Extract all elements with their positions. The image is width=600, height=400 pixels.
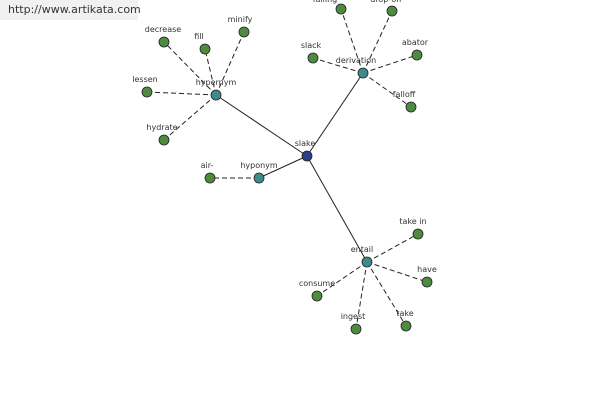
word-node-consume[interactable]: [311, 290, 323, 302]
word-label-slack: slack: [301, 41, 322, 50]
word-node-fill[interactable]: [199, 43, 211, 55]
center-node-slake[interactable]: [301, 150, 313, 162]
word-node-minify[interactable]: [238, 26, 250, 38]
relation-label-entail: entail: [351, 245, 373, 254]
word-label-ingest: ingest: [341, 312, 366, 321]
word-label-air-: air-: [201, 161, 214, 170]
word-node-take[interactable]: [400, 320, 412, 332]
edges: [146, 8, 428, 330]
word-node-slack[interactable]: [307, 52, 319, 64]
word-label-decrease: decrease: [145, 25, 182, 34]
nodes: [141, 3, 433, 335]
word-node-ingest[interactable]: [350, 323, 362, 335]
word-label-take: take: [396, 309, 413, 318]
word-node-air-[interactable]: [204, 172, 216, 184]
site-url-link[interactable]: http://www.artikata.com: [8, 3, 141, 16]
edge-slake-hypernym: [215, 94, 308, 157]
word-node-drop-off[interactable]: [386, 5, 398, 17]
word-node-decrease[interactable]: [158, 36, 170, 48]
word-node-take-in[interactable]: [412, 228, 424, 240]
word-node-abator[interactable]: [411, 49, 423, 61]
edge-hypernym-lessen: [146, 91, 217, 96]
relation-node-derivation[interactable]: [357, 67, 369, 79]
word-label-lessen: lessen: [132, 75, 157, 84]
edge-entail-ingest: [355, 261, 368, 330]
word-label-drop-off: drop-off: [370, 0, 402, 4]
edge-entail-consume: [316, 261, 368, 297]
relation-node-hyponym[interactable]: [253, 172, 265, 184]
word-node-falloff[interactable]: [405, 101, 417, 113]
site-url-bar: http://www.artikata.com: [0, 0, 141, 20]
relation-label-hypernym: hypernym: [196, 78, 237, 87]
word-label-consume: consume: [299, 279, 335, 288]
edge-derivation-slack: [312, 57, 364, 74]
center-label-slake: slake: [295, 139, 316, 148]
word-node-have[interactable]: [421, 276, 433, 288]
edge-slake-entail: [306, 155, 368, 263]
word-label-falloff: falloff: [393, 90, 416, 99]
relation-label-derivation: derivation: [336, 56, 376, 65]
relation-label-hyponym: hyponym: [240, 161, 278, 170]
word-node-lessen[interactable]: [141, 86, 153, 98]
word-node-hydrate[interactable]: [158, 134, 170, 146]
edge-derivation-falling: [340, 8, 364, 74]
edge-entail-have: [366, 261, 428, 283]
edge-entail-take: [366, 261, 407, 327]
edge-hypernym-hydrate: [163, 94, 217, 141]
edge-derivation-falloff: [362, 72, 412, 108]
word-label-minify: minify: [228, 15, 253, 24]
edge-derivation-abator: [362, 54, 418, 74]
edge-hypernym-fill: [204, 48, 217, 96]
edge-hypernym-decrease: [163, 41, 217, 96]
edge-derivation-drop-off: [362, 10, 393, 74]
relation-node-hypernym[interactable]: [210, 89, 222, 101]
labels: decrease fill minify lessen hydrate falling dr…: [132, 0, 437, 321]
edge-slake-hyponym: [258, 155, 308, 179]
word-label-falling: falling: [313, 0, 338, 4]
relation-node-entail[interactable]: [361, 256, 373, 268]
word-label-take-in: take in: [399, 217, 426, 226]
word-label-have: have: [417, 265, 437, 274]
edge-entail-take-in: [366, 233, 419, 263]
word-label-fill: fill: [194, 32, 203, 41]
edge-hypernym-minify: [215, 31, 245, 96]
word-label-abator: abator: [402, 38, 429, 47]
word-label-hydrate: hydrate: [146, 123, 177, 132]
edge-slake-derivation: [306, 72, 364, 157]
word-node-falling[interactable]: [335, 3, 347, 15]
